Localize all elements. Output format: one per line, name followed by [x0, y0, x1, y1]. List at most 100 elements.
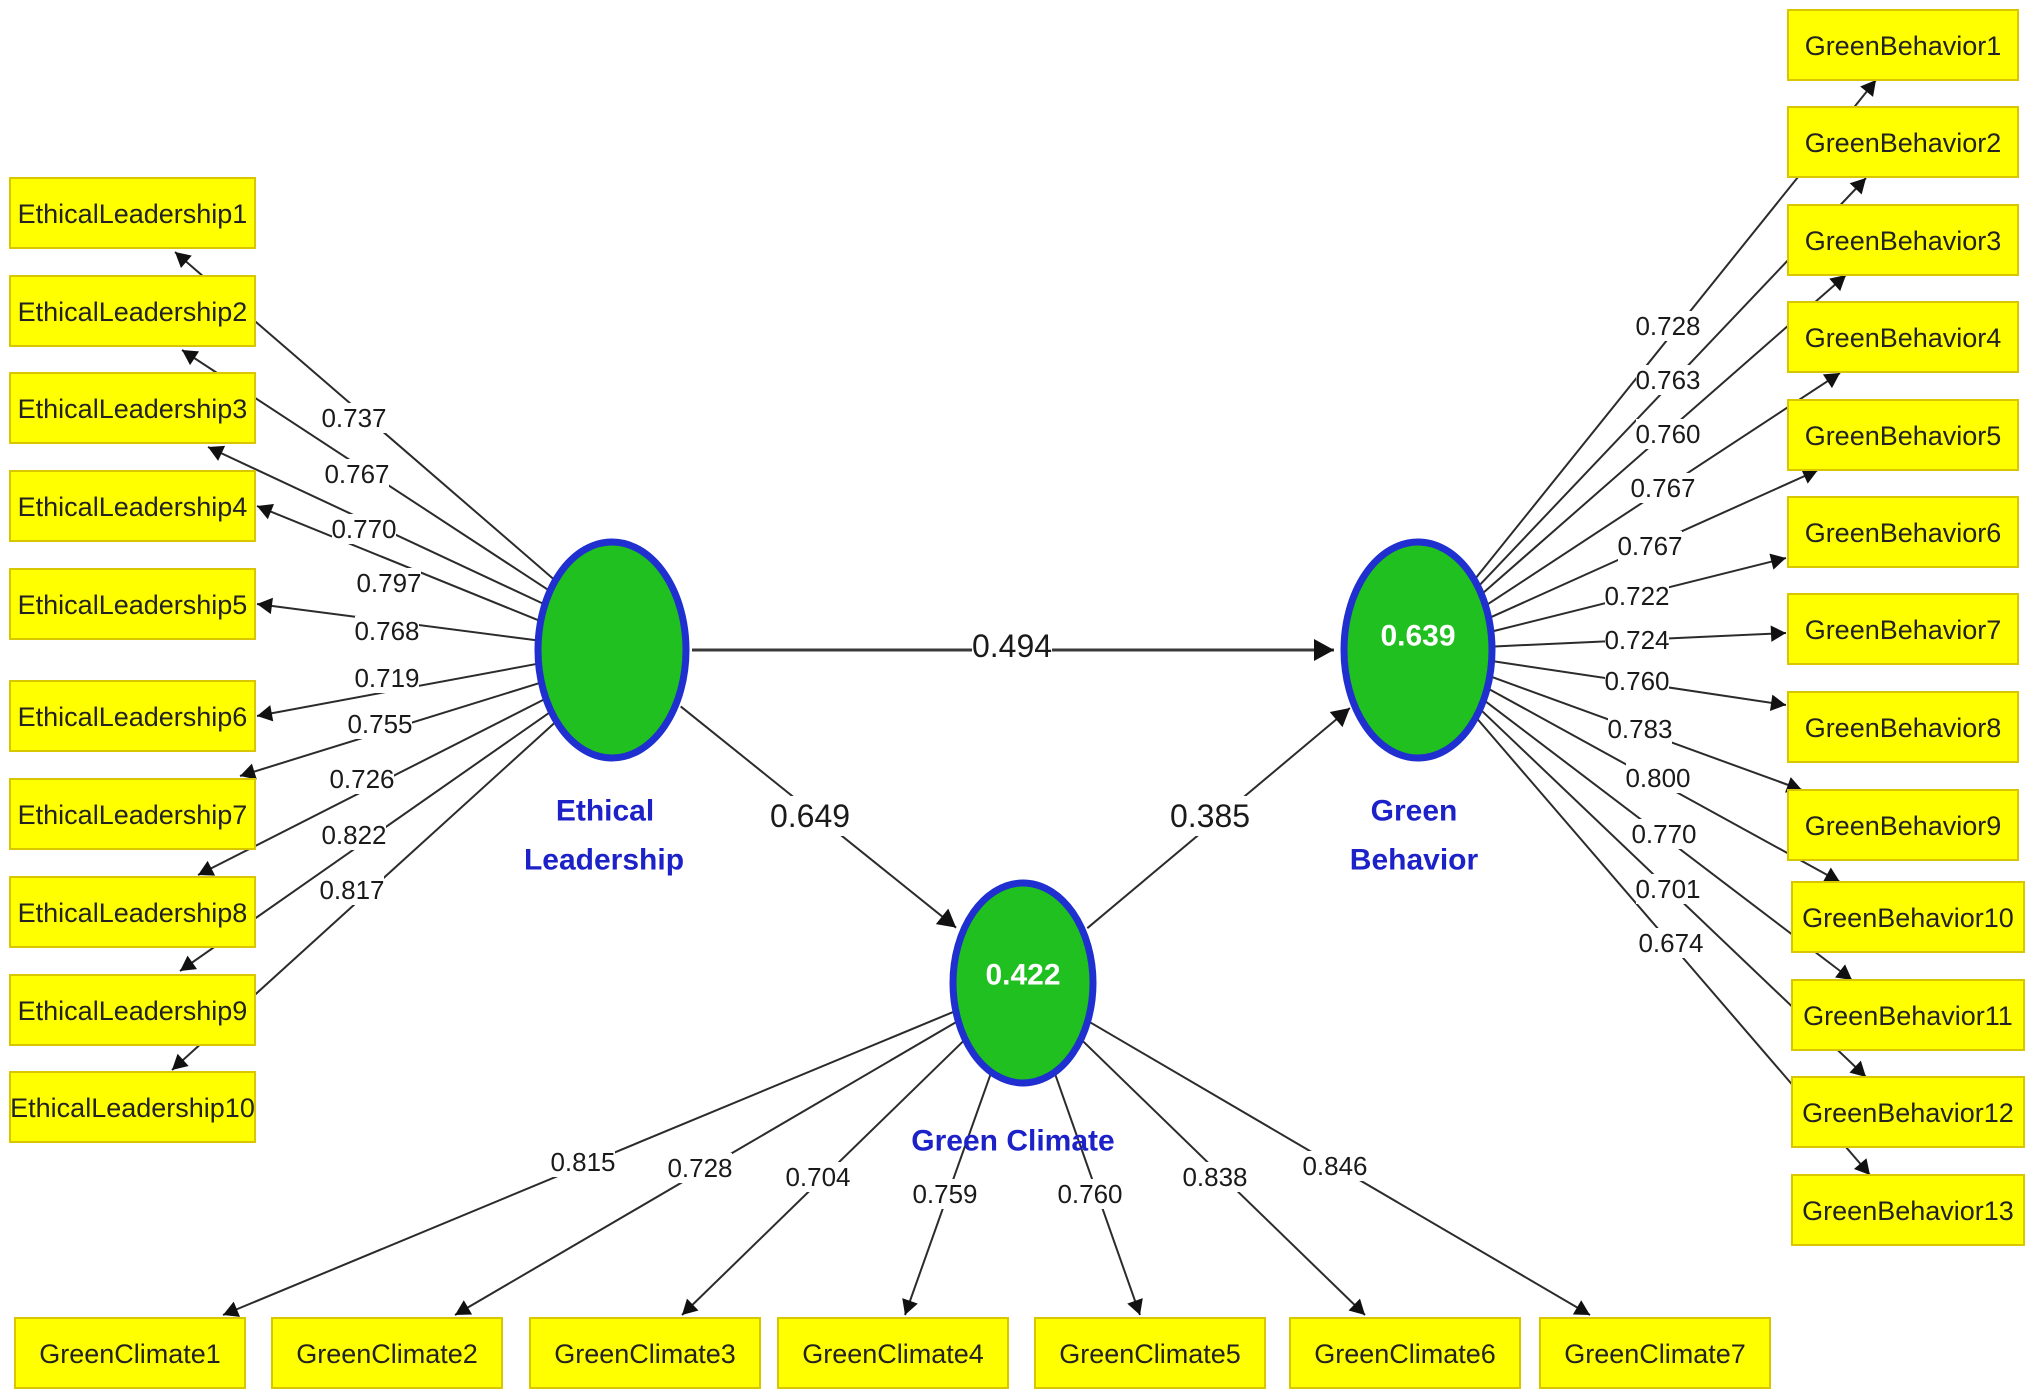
- indicator-ethicalleadership9[interactable]: EthicalLeadership9: [9, 974, 256, 1046]
- latent-green-behavior[interactable]: 0.639: [1340, 538, 1496, 762]
- indicator-ethicalleadership8-box: [9, 876, 256, 948]
- indicator-greenbehavior5[interactable]: GreenBehavior5: [1787, 399, 2019, 471]
- loading-greenbehavior6: 0.722: [1604, 581, 1669, 611]
- loading-ethicalleadership7-bg: [348, 709, 412, 739]
- indicator-greenbehavior10-box: [1791, 881, 2025, 953]
- indicator-ethicalleadership5-label: EthicalLeadership5: [18, 590, 248, 620]
- loading-line-green-behavior-4-arrowhead: [1822, 373, 1840, 389]
- loading-line-ethical-leadership-8-arrowhead: [198, 860, 216, 876]
- loading-greenbehavior13-bg: [1639, 928, 1703, 958]
- loading-ethicalleadership4-bg: [357, 568, 421, 598]
- indicator-ethicalleadership8[interactable]: EthicalLeadership8: [9, 876, 256, 948]
- indicator-greenbehavior4[interactable]: GreenBehavior4: [1787, 301, 2019, 373]
- loading-line-green-behavior-6-arrowhead: [1769, 553, 1786, 570]
- indicator-ethicalleadership6-box: [9, 680, 256, 752]
- loading-greenbehavior3-bg: [1636, 419, 1700, 449]
- indicator-greenbehavior11[interactable]: GreenBehavior11: [1791, 979, 2025, 1051]
- loading-line-ethical-leadership-7-arrowhead: [240, 763, 257, 780]
- indicator-greenbehavior6[interactable]: GreenBehavior6: [1787, 496, 2019, 568]
- loading-line-ethical-leadership-6-arrowhead: [257, 705, 274, 722]
- indicator-ethicalleadership3-label: EthicalLeadership3: [18, 394, 248, 424]
- loading-greenbehavior7-bg: [1605, 625, 1669, 655]
- loading-line-green-climate-7-arrowhead: [1572, 1300, 1590, 1315]
- loading-line-green-behavior-13-arrowhead: [1853, 1158, 1870, 1175]
- loading-line-green-behavior-5-arrowhead: [1800, 468, 1818, 484]
- loading-greenclimate1-bg: [551, 1147, 615, 1177]
- indicator-ethicalleadership7[interactable]: EthicalLeadership7: [9, 778, 256, 850]
- indicator-greenbehavior2[interactable]: GreenBehavior2: [1787, 106, 2019, 178]
- indicator-ethicalleadership10-label: EthicalLeadership10: [10, 1093, 255, 1123]
- indicator-ethicalleadership3-box: [9, 372, 256, 444]
- indicator-greenclimate2[interactable]: GreenClimate2: [271, 1317, 503, 1389]
- loading-ethicalleadership10-bg: [320, 875, 384, 905]
- loading-line-green-behavior-12-arrowhead: [1849, 1060, 1866, 1077]
- indicator-ethicalleadership9-label: EthicalLeadership9: [18, 996, 248, 1026]
- path-green-climate-to-green-behavior-arrowhead: [1329, 708, 1350, 728]
- indicator-greenclimate6[interactable]: GreenClimate6: [1289, 1317, 1521, 1389]
- loading-ethicalleadership3-bg: [332, 514, 396, 544]
- loading-greenbehavior6-bg: [1605, 581, 1669, 611]
- loading-greenbehavior11-bg: [1632, 819, 1696, 849]
- indicator-ethicalleadership2[interactable]: EthicalLeadership2: [9, 275, 256, 347]
- indicator-greenbehavior3[interactable]: GreenBehavior3: [1787, 204, 2019, 276]
- loading-greenclimate4: 0.759: [912, 1179, 977, 1209]
- loading-greenbehavior1: 0.728: [1635, 311, 1700, 341]
- indicator-ethicalleadership3[interactable]: EthicalLeadership3: [9, 372, 256, 444]
- latent-green-climate[interactable]: 0.422: [949, 879, 1097, 1087]
- indicator-greenbehavior13-box: [1791, 1174, 2025, 1246]
- indicator-greenbehavior5-box: [1787, 399, 2019, 471]
- indicator-greenbehavior1[interactable]: GreenBehavior1: [1787, 9, 2019, 81]
- indicator-ethicalleadership1[interactable]: EthicalLeadership1: [9, 177, 256, 249]
- indicator-greenbehavior9-box: [1787, 789, 2019, 861]
- loading-greenbehavior2: 0.763: [1635, 365, 1700, 395]
- indicator-greenbehavior9[interactable]: GreenBehavior9: [1787, 789, 2019, 861]
- loading-ethicalleadership9: 0.822: [321, 820, 386, 850]
- indicator-ethicalleadership1-label: EthicalLeadership1: [18, 199, 248, 229]
- indicator-greenbehavior13[interactable]: GreenBehavior13: [1791, 1174, 2025, 1246]
- indicator-greenclimate7[interactable]: GreenClimate7: [1539, 1317, 1771, 1389]
- indicator-ethicalleadership6[interactable]: EthicalLeadership6: [9, 680, 256, 752]
- loading-greenclimate7-bg: [1303, 1151, 1367, 1181]
- loading-ethicalleadership1-bg: [322, 403, 386, 433]
- indicator-greenclimate3[interactable]: GreenClimate3: [529, 1317, 761, 1389]
- latent-label-leadership: Leadership: [524, 844, 684, 877]
- loading-greenclimate2: 0.728: [667, 1153, 732, 1183]
- loading-greenbehavior12: 0.701: [1635, 874, 1700, 904]
- path-coefficient-el-gb-bg: [972, 626, 1052, 666]
- loading-line-ethical-leadership-3-arrowhead: [208, 445, 226, 461]
- indicator-greenbehavior6-label: GreenBehavior6: [1805, 518, 2002, 548]
- indicator-greenbehavior6-box: [1787, 496, 2019, 568]
- loading-line-green-behavior-1-arrowhead: [1860, 80, 1876, 97]
- loading-line-ethical-leadership-2-arrowhead: [182, 350, 200, 366]
- loading-line-green-behavior-7-arrowhead: [1770, 625, 1786, 642]
- indicator-ethicalleadership4[interactable]: EthicalLeadership4: [9, 470, 256, 542]
- loading-greenbehavior9: 0.783: [1607, 714, 1672, 744]
- loading-line-green-climate-3-arrowhead: [682, 1298, 699, 1315]
- loading-greenclimate1: 0.815: [550, 1147, 615, 1177]
- loading-ethicalleadership8: 0.726: [329, 764, 394, 794]
- loading-line-green-climate-5-arrowhead: [1127, 1298, 1143, 1315]
- indicator-ethicalleadership1-box: [9, 177, 256, 249]
- indicator-greenbehavior13-label: GreenBehavior13: [1802, 1196, 2014, 1226]
- latent-ethical-leadership[interactable]: [534, 538, 690, 762]
- indicator-greenbehavior12[interactable]: GreenBehavior12: [1791, 1076, 2025, 1148]
- indicator-ethicalleadership5[interactable]: EthicalLeadership5: [9, 568, 256, 640]
- indicator-greenclimate1[interactable]: GreenClimate1: [14, 1317, 246, 1389]
- indicator-ethicalleadership6-label: EthicalLeadership6: [18, 702, 248, 732]
- loading-line-green-climate-6-arrowhead: [1348, 1298, 1365, 1315]
- indicator-greenbehavior7-label: GreenBehavior7: [1805, 615, 2002, 645]
- indicator-greenbehavior8[interactable]: GreenBehavior8: [1787, 691, 2019, 763]
- indicator-greenclimate5[interactable]: GreenClimate5: [1034, 1317, 1266, 1389]
- loading-greenbehavior2-bg: [1636, 365, 1700, 395]
- loading-greenbehavior9-bg: [1608, 714, 1672, 744]
- loading-line-ethical-leadership-9-arrowhead: [180, 955, 198, 971]
- indicator-greenclimate1-label: GreenClimate1: [39, 1339, 221, 1369]
- loading-greenclimate5: 0.760: [1057, 1179, 1122, 1209]
- indicator-greenbehavior10[interactable]: GreenBehavior10: [1791, 881, 2025, 953]
- indicator-ethicalleadership10[interactable]: EthicalLeadership10: [9, 1071, 256, 1143]
- indicator-greenclimate4[interactable]: GreenClimate4: [777, 1317, 1009, 1389]
- loading-greenbehavior5-bg: [1618, 531, 1682, 561]
- indicator-greenclimate2-label: GreenClimate2: [296, 1339, 478, 1369]
- indicator-greenbehavior7[interactable]: GreenBehavior7: [1787, 593, 2019, 665]
